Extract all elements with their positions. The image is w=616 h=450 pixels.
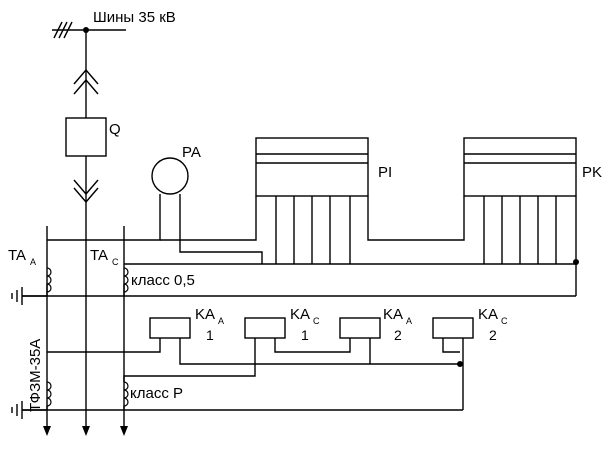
meter-pi [255, 137, 369, 197]
relay-ka-c1 [244, 317, 286, 339]
ammeter-pa [151, 157, 189, 195]
breaker-label: Q [109, 121, 121, 138]
meter-pk-terminals [483, 196, 557, 264]
ta-a-sub: A [30, 257, 36, 267]
relay-num: 1 [301, 327, 309, 343]
relay-num: 2 [489, 327, 497, 343]
relay-label: KA [195, 306, 215, 323]
ta-c-label: TA [90, 247, 108, 264]
protection-wiring [22, 338, 464, 411]
breaker-q [65, 117, 107, 157]
ammeter-label: PA [182, 144, 201, 161]
busbar-35kv [52, 21, 126, 39]
ta-c-sub: C [112, 257, 119, 267]
relay-label: KA [478, 306, 498, 323]
ct-c-protection-coil [123, 381, 129, 407]
class-protection-label: класс Р [130, 385, 183, 402]
ct-a-protection-coil [46, 381, 52, 407]
ct-c-metering-coil [123, 267, 129, 293]
metering-wiring [22, 194, 579, 297]
relay-sub: C [313, 316, 320, 326]
relay-sub: C [501, 316, 508, 326]
ct-a-metering-coil [46, 267, 52, 293]
ta-a-label: TA [8, 247, 26, 264]
relay-sub: A [406, 316, 412, 326]
busbar-label: Шины 35 кВ [93, 9, 176, 26]
feeder-line [65, 30, 107, 436]
meter-pi-label: PI [378, 164, 392, 181]
relay-num: 2 [394, 327, 402, 343]
relay-ka-a2 [339, 317, 381, 339]
class-metering-label: класс 0,5 [131, 272, 195, 289]
relay-label: KA [290, 306, 310, 323]
meter-pi-terminals [275, 196, 351, 264]
relay-sub: A [218, 316, 224, 326]
relay-ka-c2 [432, 317, 474, 339]
meter-pk [463, 137, 577, 197]
ct-type-label: ТФЗМ-35А [27, 339, 44, 412]
meter-pk-label: PK [582, 164, 602, 181]
relay-label: KA [383, 306, 403, 323]
relay-ka-a1 [149, 317, 191, 339]
relay-num: 1 [206, 327, 214, 343]
